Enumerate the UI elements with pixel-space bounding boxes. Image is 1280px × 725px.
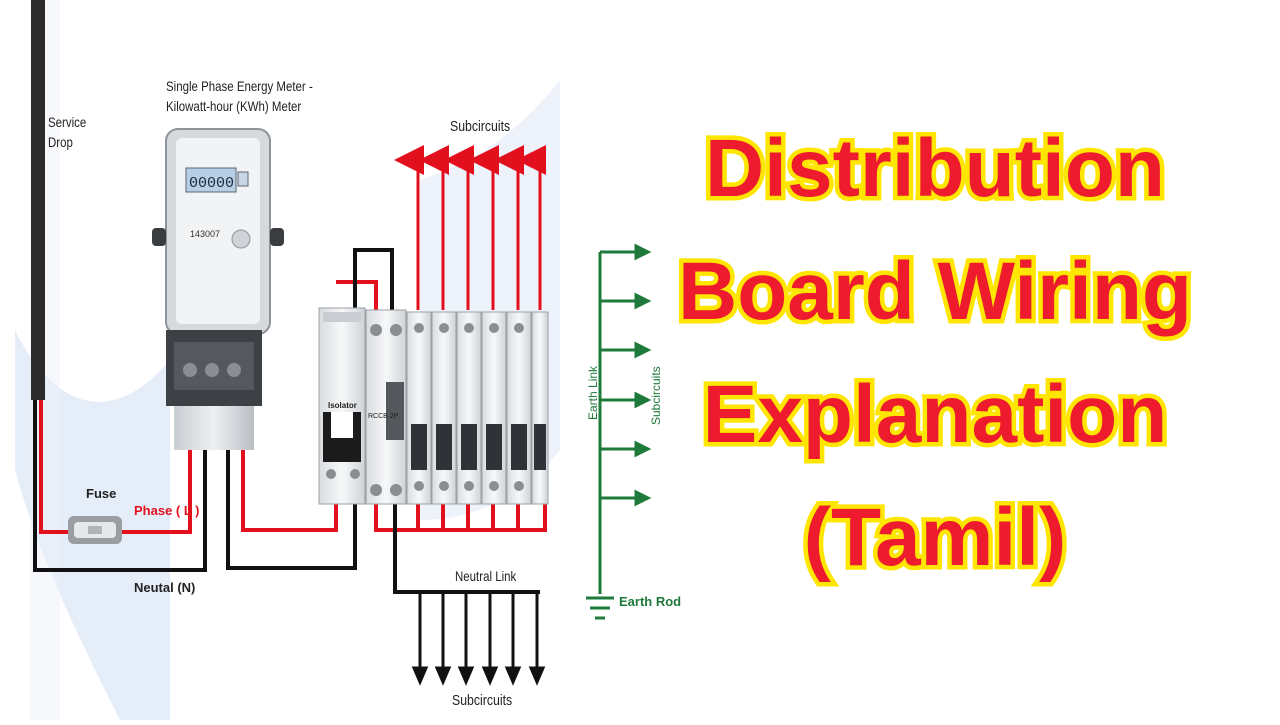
service-drop-label: Service Drop (48, 114, 87, 150)
meter-serial-text: 143007 (190, 229, 220, 239)
neutral-link-label: Neutral Link (455, 568, 517, 584)
subcircuit-arrows-top (394, 145, 546, 310)
rccb (365, 309, 407, 505)
title-line-3: Explanation (698, 369, 1172, 460)
isolator-switch (318, 307, 366, 505)
mcb (531, 311, 549, 505)
earth-rod-label: Earth Rod (619, 594, 682, 609)
earth-link (598, 243, 652, 594)
neutral-link (411, 590, 546, 686)
subcircuits-top-label: Subcircuits (450, 118, 511, 135)
fuse (68, 516, 122, 544)
mcb (506, 311, 532, 505)
earth-link-label: Earth Link (586, 365, 600, 420)
title-line-4: (Tamil) (799, 492, 1071, 583)
mcb-row (406, 311, 549, 505)
fuse-label: Fuse (86, 486, 117, 501)
mcb (456, 311, 482, 505)
meter-title-line2: Kilowatt-hour (KWh) Meter (166, 98, 302, 114)
energy-meter (152, 128, 284, 450)
neutral-label: Neutal (N) (134, 580, 196, 595)
mcb (406, 311, 432, 505)
subcircuits-bottom-label: Subcircuits (452, 692, 513, 709)
meter-display-text: 00000 (189, 175, 234, 192)
service-drop-cable (31, 0, 45, 400)
mcb (431, 311, 457, 505)
isolator-label: Isolator (328, 401, 357, 410)
earth-rod-symbol (586, 596, 614, 620)
title-line-1: Distribution (700, 123, 1169, 214)
mcb (481, 311, 507, 505)
phase-label: Phase ( L ) (134, 503, 200, 518)
title-line-2: Board Wiring (673, 246, 1196, 337)
rccb-label: RCCB 2P (368, 413, 399, 420)
meter-title-line1: Single Phase Energy Meter - (166, 78, 313, 94)
subcircuits-earth-label: Subcircuits (649, 366, 663, 425)
